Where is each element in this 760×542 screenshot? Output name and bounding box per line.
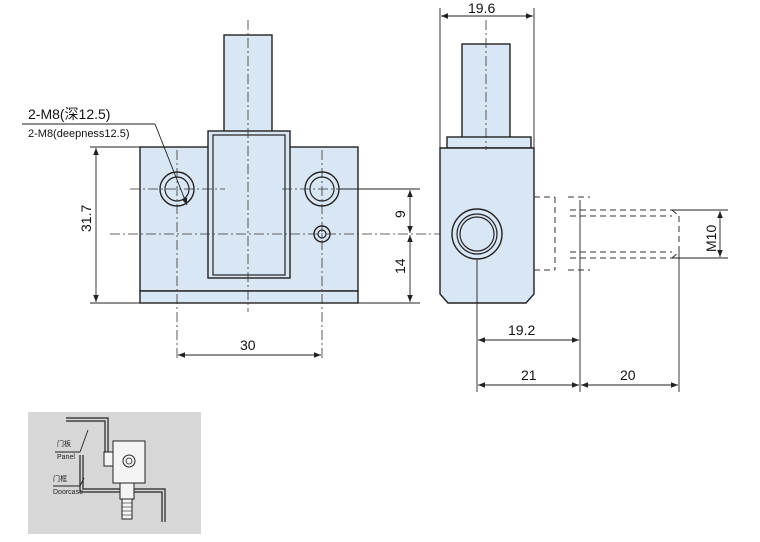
dim-center-offset-label: 19.2 xyxy=(508,322,535,338)
inset-panel-cn: 门板 xyxy=(57,439,71,448)
dim-bolt-thread: M10 xyxy=(672,209,728,259)
dim-hole-spacing-label: 30 xyxy=(240,337,256,353)
dim-upper-label: 9 xyxy=(392,210,408,218)
side-bolt-hole xyxy=(451,208,503,260)
dim-horizontal-side: 19.2 21 20 xyxy=(476,200,680,392)
hidden-bolt xyxy=(534,196,680,271)
front-base-plate xyxy=(139,290,359,304)
dim-base-width-label: 21 xyxy=(521,367,537,383)
dim-hole-spacing: 30 xyxy=(178,337,321,358)
inset-frame-cn: 门框 xyxy=(53,474,67,483)
dim-height-label: 31.7 xyxy=(78,205,94,232)
inset-panel-en: Panel xyxy=(57,454,75,461)
dim-bolt-length-label: 20 xyxy=(620,367,636,383)
front-view xyxy=(110,20,440,360)
installation-inset: 门板 Panel 门框 Doorcase xyxy=(28,412,201,534)
inset-frame-en: Doorcase xyxy=(53,489,83,496)
front-center-housing xyxy=(207,130,291,279)
thread-callout: 2-M8(深12.5) 2-M8(deepness12.5) xyxy=(22,106,188,206)
side-collar xyxy=(446,136,532,149)
dim-vertical-offsets: 9 14 xyxy=(340,188,420,304)
front-inner-slot xyxy=(212,134,286,276)
dim-bolt-thread-label: M10 xyxy=(703,225,719,252)
dim-side-width: 19.6 xyxy=(439,0,535,148)
thread-label-cn: 2-M8(深12.5) xyxy=(28,106,110,122)
dim-lower-label: 14 xyxy=(392,258,408,274)
side-view xyxy=(439,20,535,304)
dim-side-width-label: 19.6 xyxy=(468,0,495,16)
dim-height: 31.7 xyxy=(78,146,140,304)
thread-label-en: 2-M8(deepness12.5) xyxy=(28,128,130,140)
